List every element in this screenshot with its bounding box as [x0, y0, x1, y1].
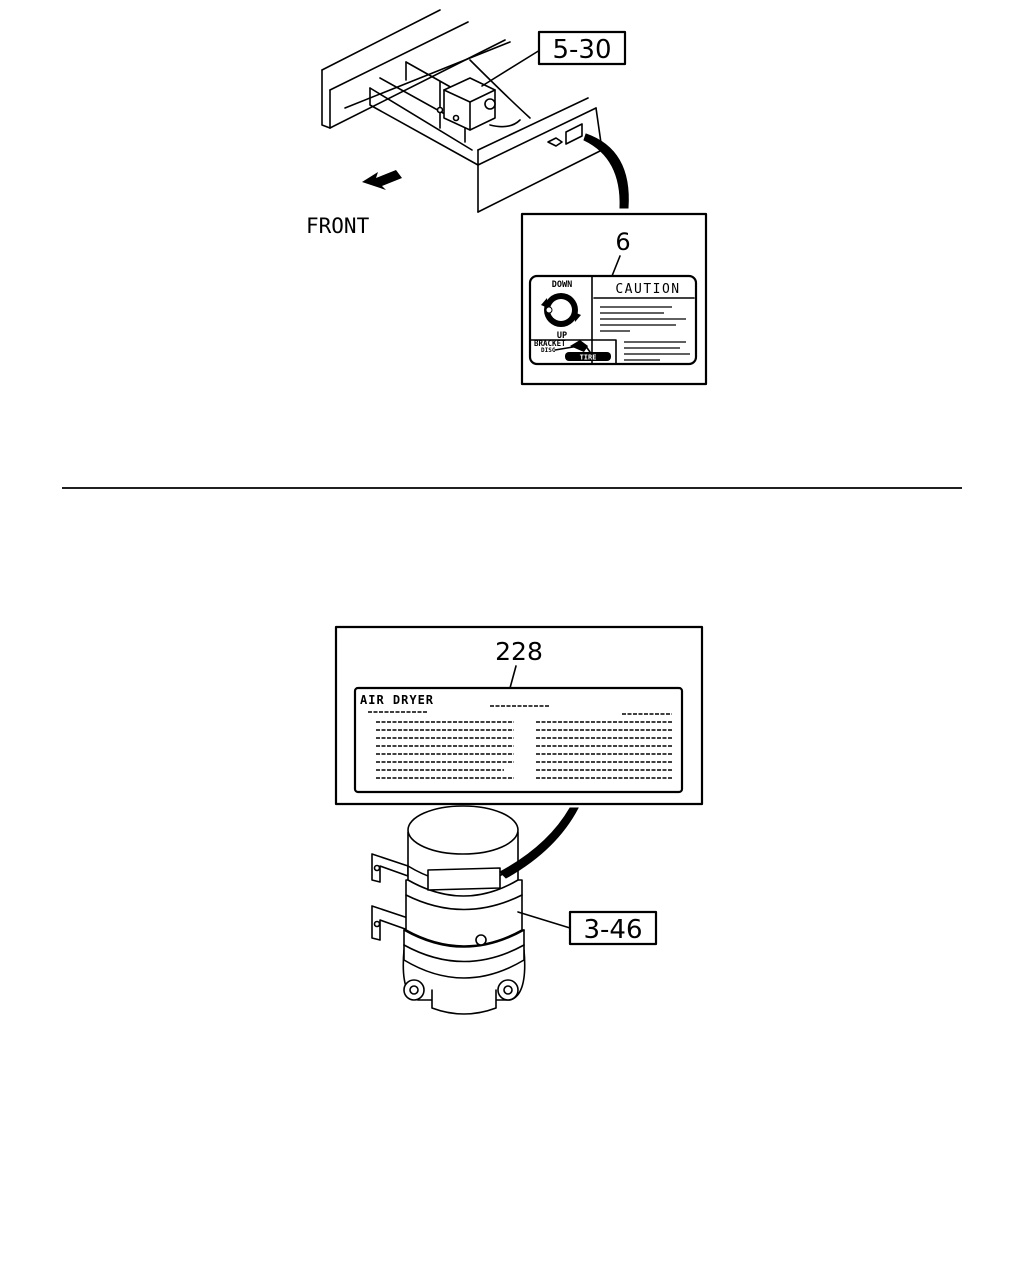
item-number-228: 228	[495, 637, 543, 666]
leader-curve-6	[583, 133, 629, 209]
tire-label-bg	[565, 352, 611, 361]
bracket-label: BRACKET	[534, 339, 566, 348]
svg-text:DISC: DISC	[541, 347, 556, 354]
front-label: FRONT	[306, 214, 370, 238]
leader-curve-228	[499, 807, 579, 879]
up-label: UP	[557, 331, 567, 341]
front-arrow: FRONT	[306, 170, 402, 238]
down-label: DOWN	[552, 280, 572, 290]
tire-label: TIRE	[580, 354, 597, 362]
ref-label-5-30: 5-30	[552, 35, 611, 65]
callout-3-46: 3-46	[517, 910, 658, 946]
tire-icon	[570, 340, 588, 352]
decal-6-box: 6 DOWN UP BRACKET DISC TIRE CAUTION	[520, 212, 708, 386]
front-arrow-icon	[362, 170, 402, 190]
decal-text-lines	[368, 705, 672, 779]
callout-5-30: 5-30	[481, 30, 627, 87]
air-dryer-label: AIR DRYER	[360, 693, 434, 707]
decal-228-box: 228 AIR DRYER	[334, 625, 704, 806]
item-number-6: 6	[615, 228, 630, 256]
caution-label: CAUTION	[615, 282, 680, 297]
ref-label-3-46: 3-46	[583, 915, 642, 945]
frame-rail-illustration	[321, 9, 603, 213]
caution-text-lines	[600, 306, 690, 361]
air-dryer-illustration	[371, 805, 526, 1015]
